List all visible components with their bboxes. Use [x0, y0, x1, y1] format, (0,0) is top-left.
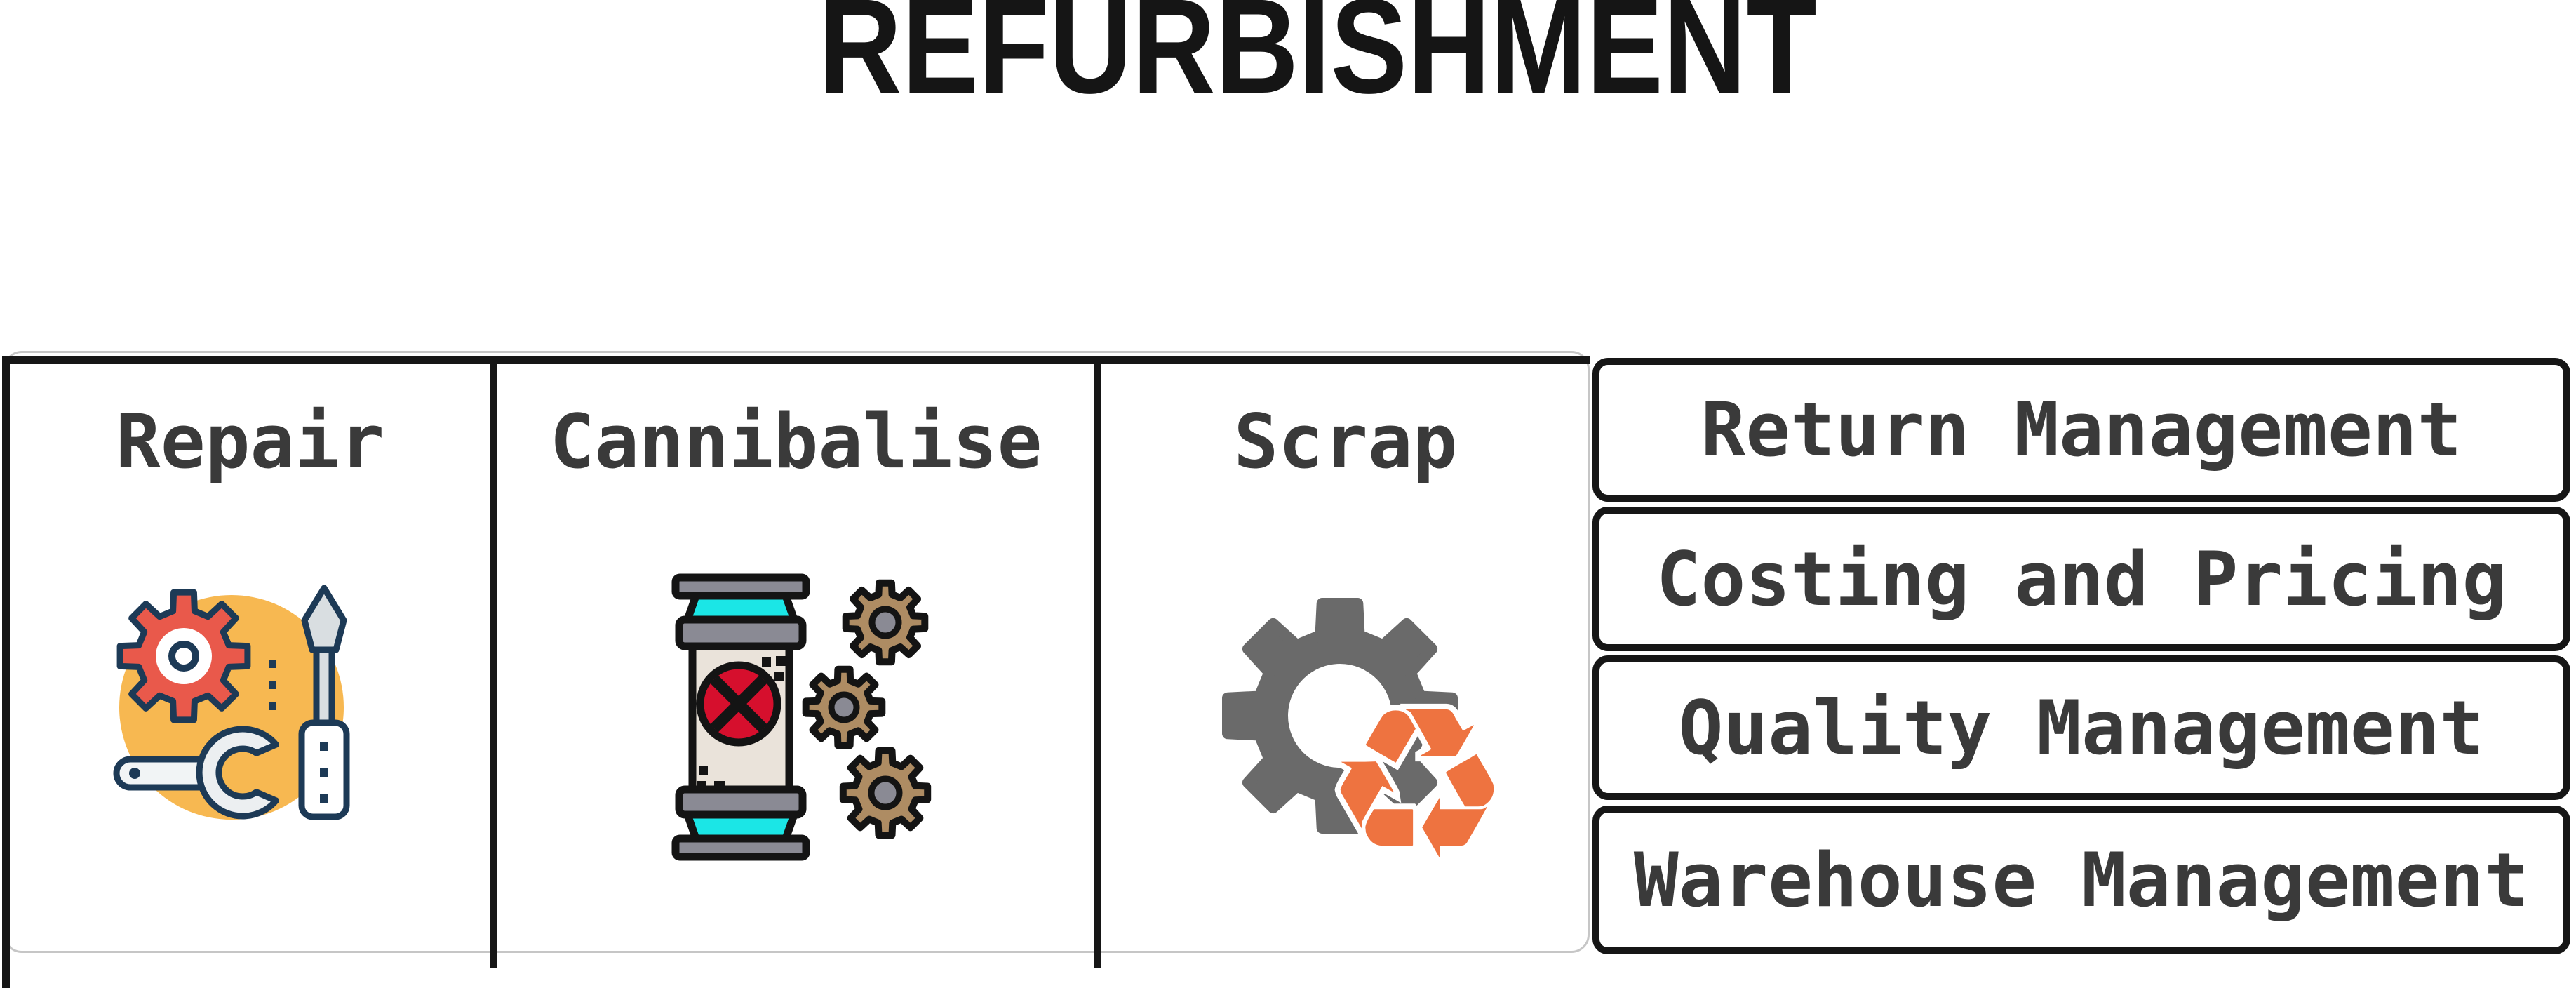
cell-label-cannibalise: Cannibalise — [549, 399, 1042, 485]
gray-gear-icon — [1222, 598, 1458, 834]
wrench-icon — [113, 726, 279, 820]
box-label: Quality Management — [1678, 684, 2485, 771]
spare-gears — [802, 579, 932, 839]
x-mark-icon — [710, 675, 767, 733]
gear-icon — [116, 589, 251, 723]
repair-tools-icon — [113, 585, 350, 820]
screwdriver-handle-dots — [320, 742, 328, 803]
cell-divider-repair-cannibalise — [490, 356, 497, 968]
cannibalise-parts-icon — [671, 573, 932, 861]
dots-column — [269, 660, 276, 710]
box-costing-and-pricing: Costing and Pricing — [1592, 507, 2570, 651]
box-label: Return Management — [1700, 387, 2462, 473]
capsule-part — [671, 573, 810, 861]
recycle-icon: ♻ — [1323, 662, 1512, 907]
screwdriver-icon — [298, 585, 350, 820]
cell-label-repair: Repair — [116, 399, 384, 485]
page-title: REFURBISHMENT — [819, 0, 1817, 121]
wrench-handle-hole — [129, 768, 140, 779]
cell-divider-cannibalise-scrap — [1094, 356, 1101, 968]
box-return-management: Return Management — [1592, 358, 2570, 502]
cell-label-scrap: Scrap — [1233, 399, 1458, 485]
scrap-recycle-icon: ♻ — [1222, 598, 1517, 913]
process-cells-row — [2, 356, 1590, 988]
box-quality-management: Quality Management — [1592, 655, 2570, 800]
box-label: Costing and Pricing — [1656, 535, 2507, 622]
box-label: Warehouse Management — [1633, 836, 2530, 923]
pixel-squares — [697, 656, 786, 792]
box-warehouse-management: Warehouse Management — [1592, 806, 2570, 954]
